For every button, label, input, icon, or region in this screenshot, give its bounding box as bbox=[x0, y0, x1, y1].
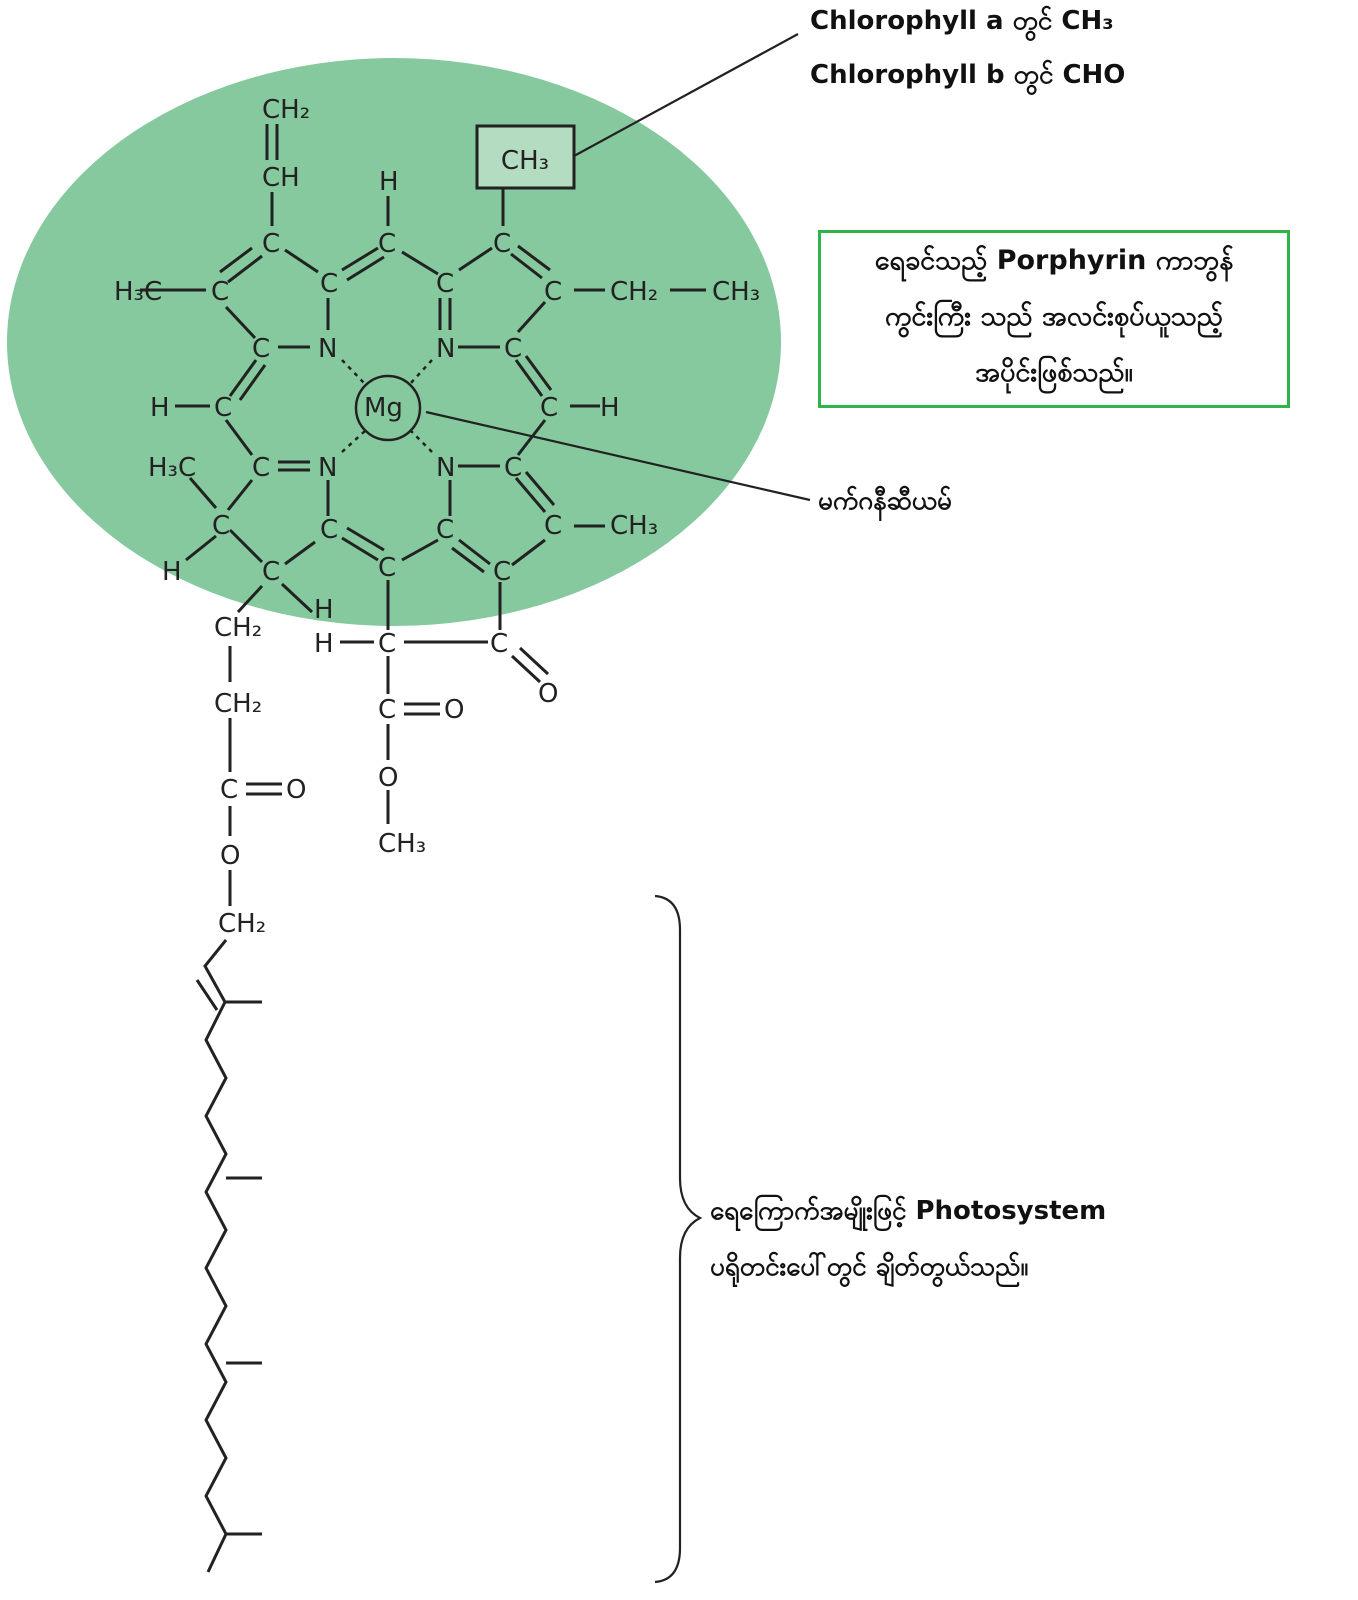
atom-c: C bbox=[212, 511, 230, 541]
atom-c: C bbox=[436, 269, 454, 299]
atom-ch3-right: CH₃ bbox=[610, 511, 658, 541]
atom-h-lower-left: H bbox=[162, 557, 182, 587]
ch3-box-label: CH₃ bbox=[501, 146, 549, 176]
atom-c: C bbox=[378, 229, 396, 259]
chlorophyll-b-label: Chlorophyll b တွင် CHO bbox=[810, 60, 1126, 90]
atom-c: C bbox=[378, 695, 396, 725]
ch3-highlight-box bbox=[475, 124, 576, 190]
atom-h3c-left: H₃C bbox=[114, 277, 162, 307]
atom-c: C bbox=[504, 334, 522, 364]
atom-c: C bbox=[252, 453, 270, 483]
atom-n: N bbox=[318, 453, 337, 483]
atom-ch2-chain: CH₂ bbox=[218, 909, 266, 939]
atom-c: C bbox=[262, 557, 280, 587]
atom-c: C bbox=[220, 775, 238, 805]
atom-ch2-chain: CH₂ bbox=[214, 613, 262, 643]
ch3-leader-line bbox=[573, 33, 799, 157]
atom-c: C bbox=[493, 229, 511, 259]
magnesium-label: မက်ဂနီဆီယမ် bbox=[818, 486, 952, 516]
porphyrin-highlight bbox=[7, 58, 781, 626]
atom-c: C bbox=[544, 277, 562, 307]
atom-c: C bbox=[320, 269, 338, 299]
atom-ch2-vinyl: CH₂ bbox=[262, 95, 310, 125]
magnesium-leader-line bbox=[425, 410, 811, 502]
atom-h-cyclo: H bbox=[314, 629, 334, 659]
atom-mg: Mg bbox=[364, 393, 403, 423]
atom-o-ester2: O bbox=[286, 775, 306, 805]
atom-c: C bbox=[252, 334, 270, 364]
porphyrin-line-2: ကွင်းကြီး သည် အလင်းစုပ်ယူသည့် bbox=[884, 301, 1223, 332]
atom-ch3-ethyl: CH₃ bbox=[712, 277, 760, 307]
atom-ch3-methoxy: CH₃ bbox=[378, 829, 426, 859]
atom-c: C bbox=[490, 629, 508, 659]
atom-h-right: H bbox=[600, 393, 620, 423]
tail-description-line-2: ပရိုတင်းပေါ်တွင် ချိတ်တွယ်သည်။ bbox=[710, 1252, 1029, 1282]
atom-ch2-ethyl: CH₂ bbox=[610, 277, 658, 307]
atom-ch2-chain: CH₂ bbox=[214, 689, 262, 719]
chlorophyll-a-label: Chlorophyll a တွင် CH₃ bbox=[810, 6, 1114, 36]
atom-c: C bbox=[544, 511, 562, 541]
porphyrin-line-3: အပိုင်းဖြစ်သည်။ bbox=[975, 357, 1133, 388]
atom-h3c-lower: H₃C bbox=[148, 453, 196, 483]
atom-n: N bbox=[436, 334, 455, 364]
atom-c: C bbox=[540, 393, 558, 423]
atom-c: C bbox=[378, 553, 396, 583]
atom-c: C bbox=[493, 557, 511, 587]
atom-h-ring: H bbox=[314, 595, 334, 625]
tail-description-line-1: ရေကြောက်အမျိုးဖြင့် Photosystem bbox=[710, 1196, 1107, 1226]
atom-c: C bbox=[378, 629, 396, 659]
atom-h-top: H bbox=[379, 167, 399, 197]
atom-c: C bbox=[436, 515, 454, 545]
atom-o-ester: O bbox=[444, 695, 464, 725]
atom-n: N bbox=[318, 334, 337, 364]
atom-ch-vinyl: CH bbox=[262, 163, 300, 193]
atom-c: C bbox=[504, 453, 522, 483]
atom-c: C bbox=[211, 277, 229, 307]
tail-brace bbox=[654, 894, 703, 1584]
atom-o: O bbox=[378, 763, 398, 793]
porphyrin-description-box: ရေခင်သည့် Porphyrin ကာဘွန် ကွင်းကြီး သည်… bbox=[818, 230, 1290, 408]
atom-c: C bbox=[214, 393, 232, 423]
atom-n: N bbox=[436, 453, 455, 483]
magnesium-ring bbox=[354, 374, 422, 442]
atom-o-keto: O bbox=[538, 679, 558, 709]
atom-c: C bbox=[262, 229, 280, 259]
atom-c: C bbox=[320, 515, 338, 545]
porphyrin-line-1: ရေခင်သည့် Porphyrin ကာဘွန် bbox=[874, 245, 1234, 276]
atom-o: O bbox=[220, 841, 240, 871]
atom-h-left: H bbox=[150, 393, 170, 423]
